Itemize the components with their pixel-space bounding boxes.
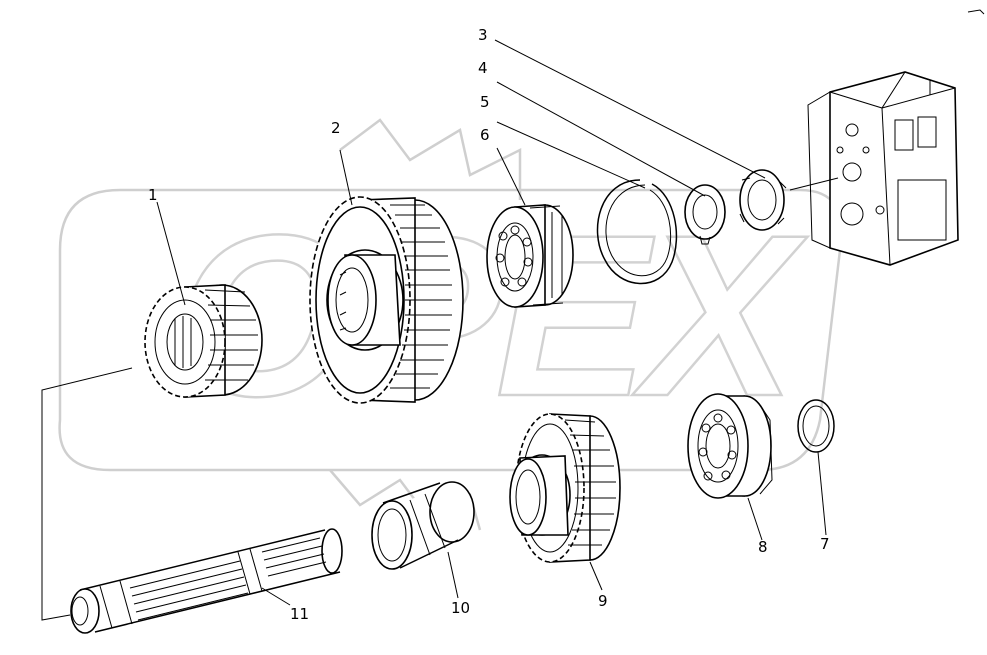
callout-7: 7 — [820, 535, 830, 553]
part-5-snap-ring — [596, 179, 678, 285]
part-3-nut — [739, 169, 787, 231]
gearbox-housing — [807, 71, 959, 266]
callout-10: 10 — [451, 599, 470, 617]
callout-6: 6 — [480, 126, 490, 144]
part-7-ring — [797, 399, 835, 453]
callout-9: 9 — [598, 592, 608, 610]
part-4-lock-washer — [684, 184, 726, 245]
part-11-splined-shaft — [70, 528, 343, 634]
callout-3: 3 — [478, 26, 488, 44]
callout-2: 2 — [331, 119, 341, 137]
leader-lines — [41, 39, 839, 621]
callout-8: 8 — [758, 538, 768, 556]
part-2-large-gear — [309, 196, 464, 404]
part-1-spline-gear — [144, 284, 263, 398]
callout-4: 4 — [478, 59, 488, 77]
part-9-gear — [509, 413, 621, 563]
callout-1: 1 — [148, 186, 158, 204]
part-8-bearing — [687, 393, 773, 499]
part-10-sleeve — [371, 481, 475, 570]
callout-5: 5 — [480, 93, 490, 111]
callout-11: 11 — [290, 605, 309, 623]
callout-labels: 1 2 3 4 5 6 7 8 9 10 11 — [148, 26, 830, 623]
part-6-roller-bearing — [486, 204, 574, 308]
corner-mark — [967, 9, 985, 15]
